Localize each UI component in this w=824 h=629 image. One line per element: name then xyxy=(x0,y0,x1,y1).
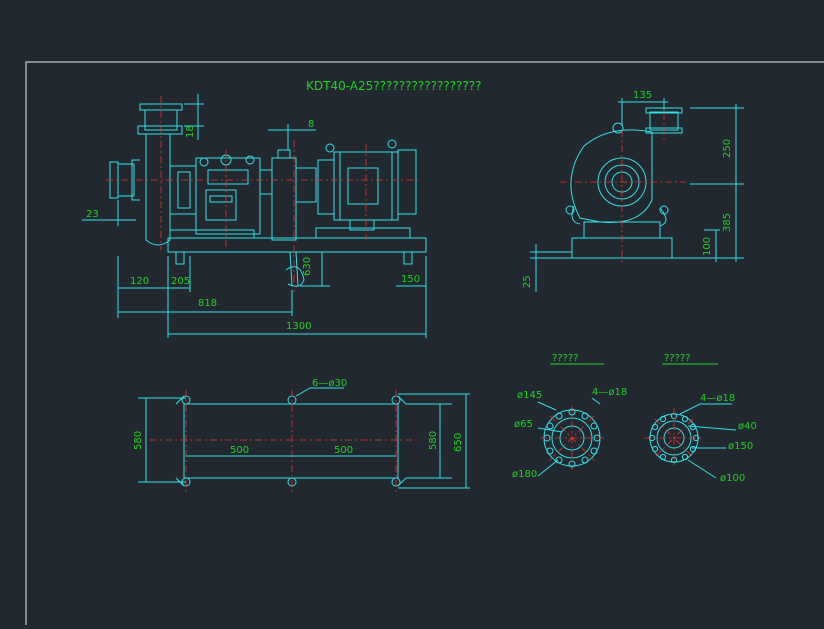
dim-phi100: ø100 xyxy=(720,473,745,484)
dim-818: 818 xyxy=(198,298,217,309)
dim-phi145: ø145 xyxy=(517,390,542,401)
dim-500-left: 500 xyxy=(230,445,249,456)
dim-205: 205 xyxy=(171,276,190,287)
dim-1300: 1300 xyxy=(286,321,311,332)
drawing-title: KDT40-A25????????????????? xyxy=(306,79,482,93)
side-view xyxy=(82,94,427,338)
dim-phi65: ø65 xyxy=(514,419,533,430)
end-view xyxy=(530,98,744,292)
dim-holes-4-left: 4—ø18 xyxy=(592,387,627,398)
dim-25: 25 xyxy=(522,275,533,288)
flange-right xyxy=(644,363,737,479)
dim-385: 385 xyxy=(722,213,733,232)
base-plan xyxy=(138,387,470,492)
dim-phi150: ø150 xyxy=(728,441,753,452)
dim-100: 100 xyxy=(702,237,713,256)
dim-630: 630 xyxy=(302,257,313,276)
dim-holes-4-right: 4—ø18 xyxy=(700,393,735,404)
dim-580-left: 580 xyxy=(133,431,144,450)
dim-650: 650 xyxy=(453,433,464,452)
flange-left-heading: ????? xyxy=(552,353,579,364)
dim-holes-6: 6—ø30 xyxy=(312,378,347,389)
dim-580-right: 580 xyxy=(428,431,439,450)
flange-left xyxy=(537,363,604,477)
drawing-frame xyxy=(25,61,824,625)
dim-120: 120 xyxy=(130,276,149,287)
dim-250: 250 xyxy=(722,139,733,158)
dim-18: 18 xyxy=(185,125,196,138)
dim-23: 23 xyxy=(86,209,99,220)
dim-500-right: 500 xyxy=(334,445,353,456)
dim-8: 8 xyxy=(308,119,314,130)
dim-150: 150 xyxy=(401,274,420,285)
dim-phi180: ø180 xyxy=(512,469,537,480)
dim-135: 135 xyxy=(633,90,652,101)
flange-right-heading: ????? xyxy=(664,353,691,364)
dim-phi40: ø40 xyxy=(738,421,757,432)
